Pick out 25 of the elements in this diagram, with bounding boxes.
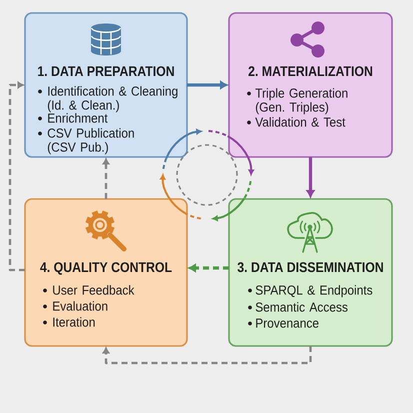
bullet-item: Identification & Cleaning (Id. & Clean.) [48,86,178,112]
bullet-item: Provenance [256,318,318,328]
bullet-item: Iteration [53,317,95,327]
arrow [187,81,228,89]
arrow [306,157,314,198]
stage-box [228,12,393,158]
stage-box [228,198,393,347]
bullet-item: Triple Generation (Gen. Triples) [255,88,348,114]
bullet-item: CSV Publication (CSV Pub.) [48,128,134,154]
arrow [102,346,312,364]
box-title: 1. DATA PREPARATION [38,66,174,76]
box-title: 4. QUALITY CONTROL [40,262,172,275]
stage-box [24,12,188,158]
bullet-item: Validation & Test [255,117,346,127]
arrow [188,264,229,272]
bullet-item: SPARQL & Endpoints [256,285,372,298]
stage-box [24,198,188,347]
box-title: 3. DATA DISSEMINATION [238,262,383,272]
arrow [8,82,25,272]
bullet-item: Semantic Access [256,302,348,312]
bullet-item: Evaluation [53,301,108,311]
bullet-item: Enrichment [48,113,108,123]
arrow [102,158,110,199]
bullet-item: User Feedback [53,285,134,295]
box-title: 2. MATERIALIZATION [248,66,372,76]
